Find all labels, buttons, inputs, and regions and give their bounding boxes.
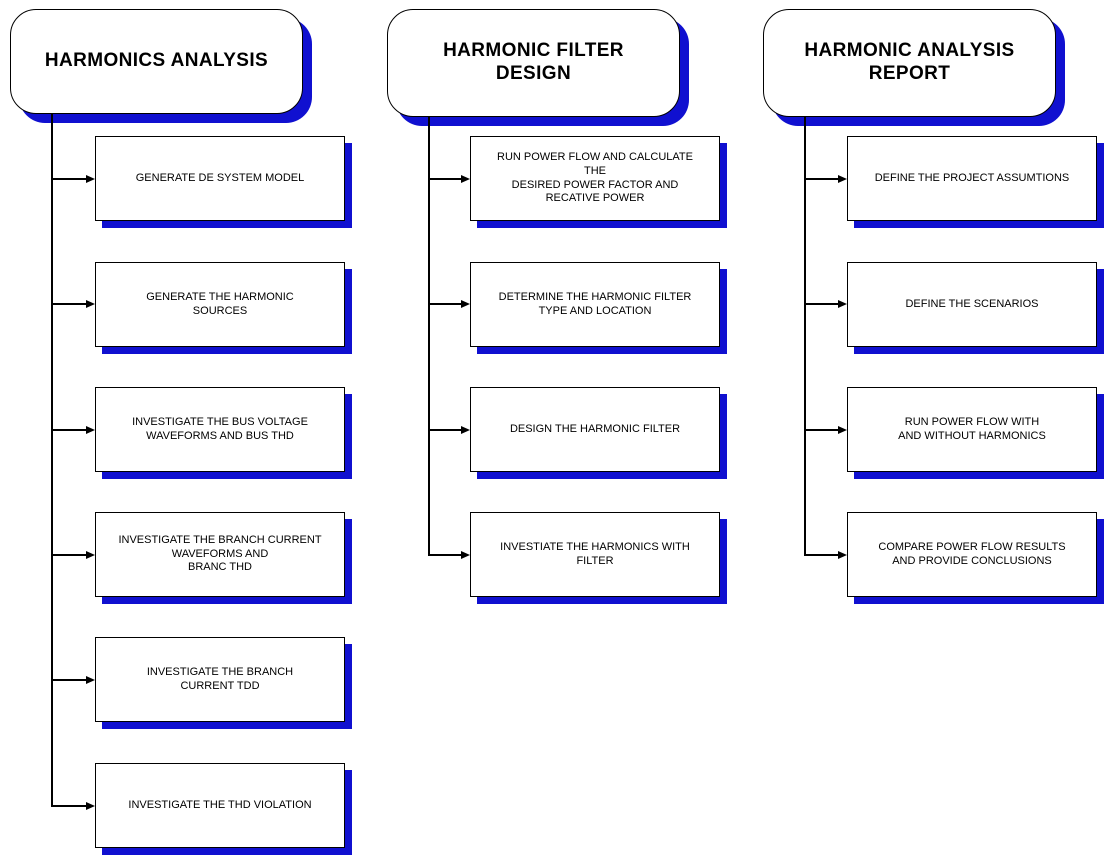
connector-branch xyxy=(51,805,86,807)
arrow-icon xyxy=(461,551,470,559)
arrow-icon xyxy=(838,300,847,308)
step-box: INVESTIGATE THE BUS VOLTAGE WAVEFORMS AN… xyxy=(95,387,345,472)
step-box: RUN POWER FLOW AND CALCULATE THE DESIRED… xyxy=(470,136,720,221)
step-box: INVESTIATE THE HARMONICS WITH FILTER xyxy=(470,512,720,597)
connector-branch xyxy=(51,554,86,556)
connector-trunk xyxy=(804,117,806,555)
connector-branch xyxy=(804,178,838,180)
connector-branch xyxy=(428,178,461,180)
arrow-icon xyxy=(86,300,95,308)
connector-branch xyxy=(51,178,86,180)
arrow-icon xyxy=(461,300,470,308)
step-box: DESIGN THE HARMONIC FILTER xyxy=(470,387,720,472)
connector-branch xyxy=(804,554,838,556)
arrow-icon xyxy=(461,426,470,434)
arrow-icon xyxy=(461,175,470,183)
step-box: INVESTIGATE THE BRANCH CURRENT TDD xyxy=(95,637,345,722)
step-box: DETERMINE THE HARMONIC FILTER TYPE AND L… xyxy=(470,262,720,347)
step-box: RUN POWER FLOW WITH AND WITHOUT HARMONIC… xyxy=(847,387,1097,472)
connector-branch xyxy=(804,429,838,431)
step-box: DEFINE THE PROJECT ASSUMTIONS xyxy=(847,136,1097,221)
arrow-icon xyxy=(86,426,95,434)
connector-branch xyxy=(428,429,461,431)
arrow-icon xyxy=(86,175,95,183)
step-box: GENERATE DE SYSTEM MODEL xyxy=(95,136,345,221)
step-box: COMPARE POWER FLOW RESULTS AND PROVIDE C… xyxy=(847,512,1097,597)
arrow-icon xyxy=(86,802,95,810)
arrow-icon xyxy=(838,426,847,434)
step-box: DEFINE THE SCENARIOS xyxy=(847,262,1097,347)
arrow-icon xyxy=(86,676,95,684)
header-harmonic-analysis-report: HARMONIC ANALYSIS REPORT xyxy=(763,9,1056,117)
step-box: INVESTIGATE THE THD VIOLATION xyxy=(95,763,345,848)
connector-trunk xyxy=(51,114,53,806)
connector-branch xyxy=(428,554,461,556)
header-harmonics-analysis: HARMONICS ANALYSIS xyxy=(10,9,303,114)
connector-branch xyxy=(428,303,461,305)
arrow-icon xyxy=(86,551,95,559)
step-box: INVESTIGATE THE BRANCH CURRENT WAVEFORMS… xyxy=(95,512,345,597)
connector-branch xyxy=(51,429,86,431)
arrow-icon xyxy=(838,175,847,183)
connector-branch xyxy=(51,303,86,305)
header-harmonic-filter-design: HARMONIC FILTER DESIGN xyxy=(387,9,680,117)
connector-branch xyxy=(51,679,86,681)
arrow-icon xyxy=(838,551,847,559)
connector-trunk xyxy=(428,117,430,555)
step-box: GENERATE THE HARMONIC SOURCES xyxy=(95,262,345,347)
connector-branch xyxy=(804,303,838,305)
